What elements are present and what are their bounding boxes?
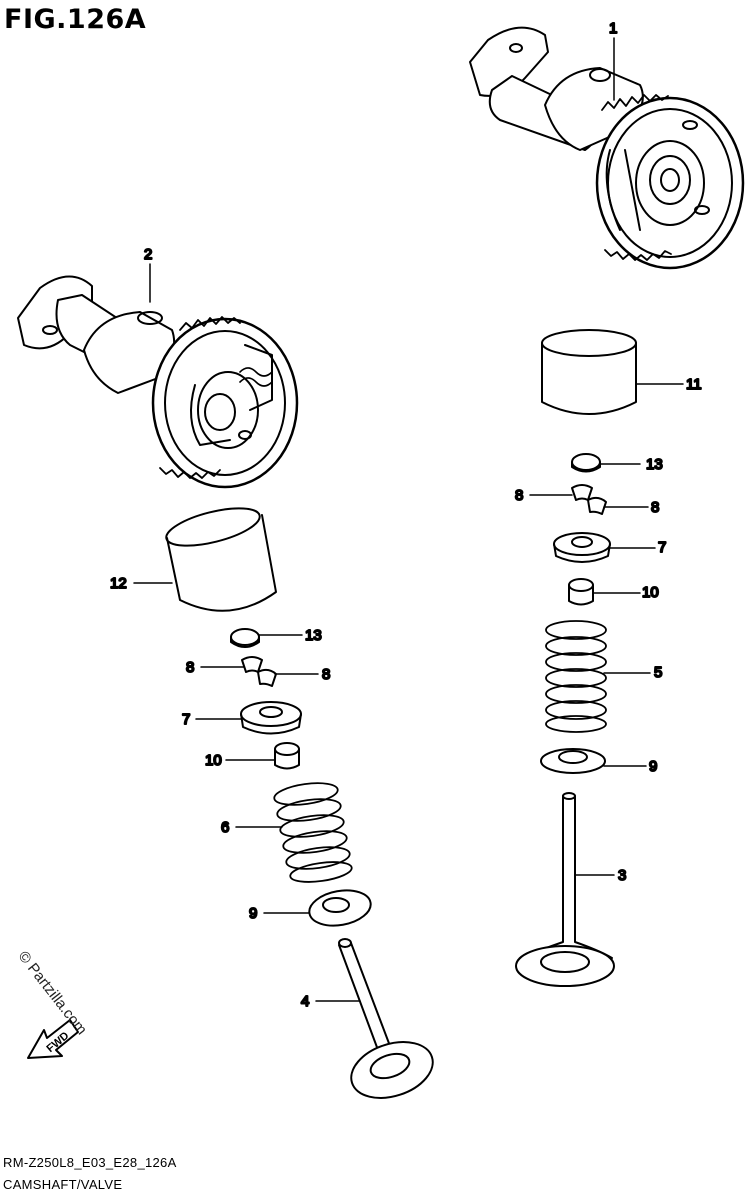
leader-lines: [133, 37, 684, 1002]
callout-7-right: 7: [658, 539, 666, 556]
callout-6: 6: [221, 819, 229, 836]
callout-5: 5: [654, 664, 662, 681]
callout-3: 3: [618, 867, 626, 884]
cotters-left[interactable]: [241, 656, 277, 687]
callout-11: 11: [686, 376, 702, 393]
section-name: CAMSHAFT/VALVE: [3, 1177, 123, 1192]
callout-8-left-b: 8: [322, 666, 330, 683]
callout-8-right-a: 8: [515, 487, 523, 504]
callout-10-left: 10: [205, 752, 222, 769]
shim-left[interactable]: [230, 628, 260, 648]
valve-right[interactable]: [515, 792, 615, 987]
figure-title: FIG.126A: [4, 4, 147, 35]
fwd-arrow-icon: [27, 1019, 79, 1059]
callout-1: 1: [609, 20, 617, 37]
spring-seat-right[interactable]: [540, 748, 606, 774]
callout-8-right-b: 8: [651, 499, 659, 516]
callout-8-left-a: 8: [186, 659, 194, 676]
spring-left[interactable]: [273, 780, 353, 886]
callout-9-right: 9: [649, 758, 657, 775]
camshaft-left[interactable]: [17, 275, 299, 489]
callout-13-left: 13: [305, 627, 322, 644]
camshaft-right[interactable]: [469, 26, 745, 270]
callout-2: 2: [144, 246, 152, 263]
callout-4: 4: [301, 993, 309, 1010]
valve-left[interactable]: [338, 938, 440, 1108]
callout-9-left: 9: [249, 905, 257, 922]
retainer-left[interactable]: [240, 701, 302, 735]
stem-seal-right[interactable]: [568, 578, 594, 606]
callout-12: 12: [110, 575, 127, 592]
stem-seal-left[interactable]: [274, 742, 300, 770]
tappet-right[interactable]: [541, 329, 637, 415]
callout-10-right: 10: [642, 584, 659, 601]
callout-7-left: 7: [182, 711, 190, 728]
retainer-right[interactable]: [553, 532, 611, 563]
spring-right[interactable]: [545, 620, 607, 733]
cotters-right[interactable]: [571, 484, 607, 515]
tappet-left[interactable]: [163, 501, 277, 612]
spring-seat-left[interactable]: [307, 886, 374, 930]
shim-right[interactable]: [571, 453, 601, 473]
callout-13-right: 13: [646, 456, 663, 473]
model-code: RM-Z250L8_E03_E28_126A: [3, 1155, 177, 1170]
